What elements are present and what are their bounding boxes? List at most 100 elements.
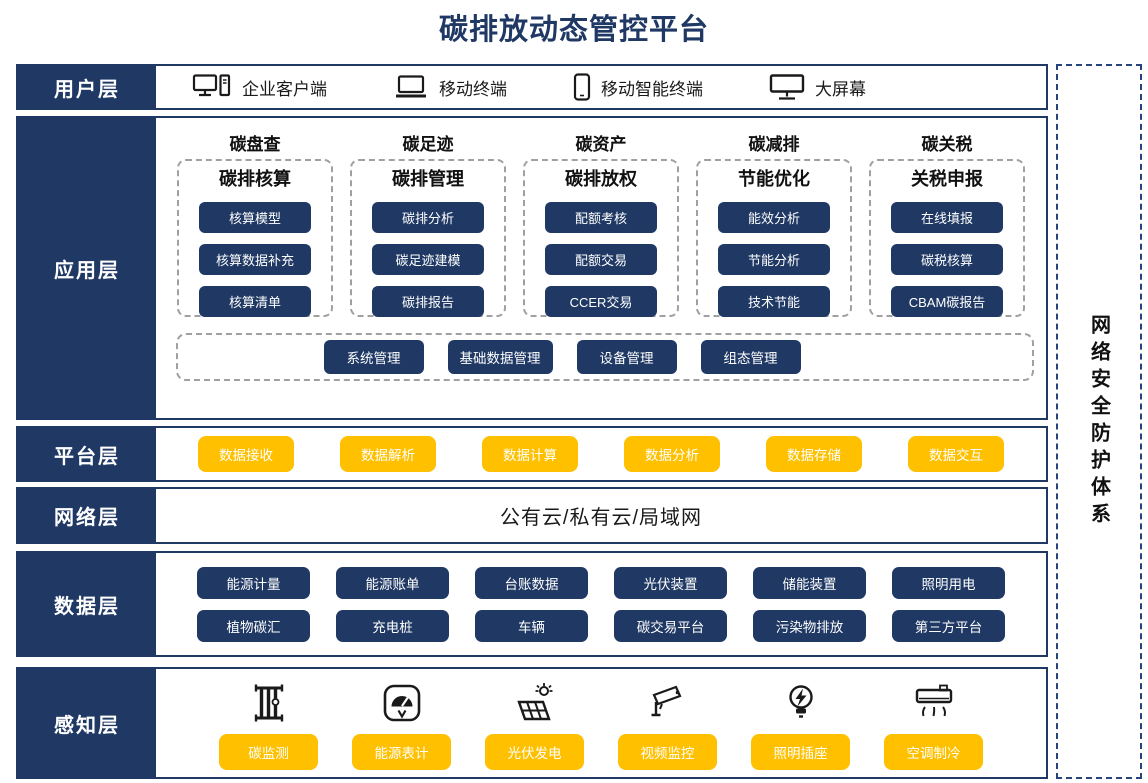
management-pill: 组态管理 — [700, 340, 801, 374]
sense-item-light-socket: 照明插座 — [751, 681, 850, 770]
laptop-icon — [393, 75, 429, 99]
user-item-label: 移动智能终端 — [601, 79, 703, 99]
app-column-box: 关税申报 在线填报 碳税核算 CBAM碳报告 — [869, 159, 1025, 317]
sense-item-energy-meter: 能源表计 — [352, 681, 451, 770]
data-source-pill: 污染物排放 — [753, 609, 866, 642]
big-screen-icon — [769, 73, 805, 101]
app-column-subheader: 关税申报 — [911, 169, 983, 189]
air-conditioner-icon — [912, 681, 956, 725]
user-item-mobile-terminal: 移动终端 — [393, 75, 507, 100]
architecture-diagram: 用户层 企业客户端 — [16, 64, 1048, 779]
app-module-pill: CBAM碳报告 — [891, 286, 1003, 317]
network-content: 公有云/私有云/局域网 — [499, 507, 703, 529]
app-module-pill: 能效分析 — [718, 202, 830, 233]
sense-item-carbon-monitor: 碳监测 — [219, 681, 318, 770]
app-module-pill: 配额考核 — [545, 202, 657, 233]
app-module-pill: 配额交易 — [545, 244, 657, 275]
security-protection-panel: 网络安全防护体系 — [1056, 64, 1142, 779]
layer-label-platform: 平台层 — [18, 428, 156, 480]
security-panel-label: 网络安全防护体系 — [1087, 313, 1110, 530]
platform-pill: 数据接收 — [198, 436, 294, 472]
management-pill: 系统管理 — [323, 340, 424, 374]
app-column-subheader: 碳排管理 — [392, 169, 464, 189]
app-column-subheader: 节能优化 — [738, 169, 810, 189]
sense-pill: 空调制冷 — [884, 734, 983, 770]
carbon-monitor-icon — [247, 681, 291, 725]
management-pill: 设备管理 — [576, 340, 677, 374]
app-column-box: 碳排管理 碳排分析 碳足迹建模 碳排报告 — [350, 159, 506, 317]
app-column-carbon-footprint: 碳足迹 碳排管理 碳排分析 碳足迹建模 碳排报告 — [350, 130, 506, 317]
user-item-label: 大屏幕 — [815, 79, 866, 99]
application-columns: 碳盘查 碳排核算 核算模型 核算数据补充 核算清单 碳足迹 碳排管理 碳排分析 … — [156, 118, 1046, 317]
solar-power-icon — [513, 681, 557, 725]
app-module-pill: 在线填报 — [891, 202, 1003, 233]
app-column-carbon-inventory: 碳盘查 碳排核算 核算模型 核算数据补充 核算清单 — [177, 130, 333, 317]
energy-meter-icon — [380, 681, 424, 725]
app-column-box: 碳排核算 核算模型 核算数据补充 核算清单 — [177, 159, 333, 317]
app-column-header: 碳减排 — [748, 135, 800, 154]
platform-pill: 数据解析 — [340, 436, 436, 472]
data-source-row: 能源计量 能源账单 台账数据 光伏装置 储能装置 照明用电 — [156, 566, 1046, 599]
data-source-pill: 第三方平台 — [892, 609, 1005, 642]
app-module-pill: 核算模型 — [199, 202, 311, 233]
sense-pill: 光伏发电 — [485, 734, 584, 770]
app-column-carbon-reduction: 碳减排 节能优化 能效分析 节能分析 技术节能 — [696, 130, 852, 317]
app-module-pill: 碳排分析 — [372, 202, 484, 233]
app-module-pill: 节能分析 — [718, 244, 830, 275]
layer-data: 数据层 能源计量 能源账单 台账数据 光伏装置 储能装置 照明用电 植物碳汇 充… — [16, 551, 1048, 657]
app-column-box: 碳排放权 配额考核 配额交易 CCER交易 — [523, 159, 679, 317]
data-source-row: 植物碳汇 充电桩 车辆 碳交易平台 污染物排放 第三方平台 — [156, 609, 1046, 642]
sense-pill: 碳监测 — [219, 734, 318, 770]
data-source-pill: 碳交易平台 — [614, 609, 727, 642]
app-column-subheader: 碳排放权 — [565, 169, 637, 189]
platform-capability-list: 数据接收 数据解析 数据计算 数据分析 数据存储 数据交互 — [156, 428, 1046, 480]
app-column-subheader: 碳排核算 — [219, 169, 291, 189]
light-bulb-socket-icon — [779, 681, 823, 725]
sense-pill: 能源表计 — [352, 734, 451, 770]
app-column-carbon-tariff: 碳关税 关税申报 在线填报 碳税核算 CBAM碳报告 — [869, 130, 1025, 317]
data-source-pill: 植物碳汇 — [197, 609, 310, 642]
user-item-label: 移动终端 — [439, 79, 507, 99]
perception-device-list: 碳监测 能源表计 — [156, 669, 1046, 777]
sense-item-cctv: 视频监控 — [618, 681, 717, 770]
app-module-pill: 碳税核算 — [891, 244, 1003, 275]
user-item-enterprise-client: 企业客户端 — [192, 74, 327, 100]
user-terminal-list: 企业客户端 移动终端 — [156, 66, 1046, 108]
app-module-pill: 核算数据补充 — [199, 244, 311, 275]
app-column-header: 碳关税 — [921, 135, 973, 154]
layer-label-user: 用户层 — [18, 66, 156, 108]
layer-application: 应用层 碳盘查 碳排核算 核算模型 核算数据补充 核算清单 碳足迹 碳排管理 — [16, 116, 1048, 420]
layer-label-perception: 感知层 — [18, 669, 156, 777]
app-module-pill: 碳足迹建模 — [372, 244, 484, 275]
cctv-camera-icon — [646, 681, 690, 725]
app-module-pill: 碳排报告 — [372, 286, 484, 317]
data-source-pill: 能源账单 — [336, 566, 449, 599]
app-module-pill: 核算清单 — [199, 286, 311, 317]
platform-pill: 数据分析 — [624, 436, 720, 472]
platform-pill: 数据计算 — [482, 436, 578, 472]
user-item-smart-terminal: 移动智能终端 — [573, 73, 703, 101]
data-source-pill: 储能装置 — [753, 566, 866, 599]
app-module-pill: CCER交易 — [545, 286, 657, 317]
data-source-pill: 充电桩 — [336, 609, 449, 642]
page-title: 碳排放动态管控平台 — [438, 14, 709, 46]
layer-network: 网络层 公有云/私有云/局域网 — [16, 487, 1048, 544]
management-modules-box: 系统管理 基础数据管理 设备管理 组态管理 — [176, 333, 1034, 381]
sense-item-solar-power: 光伏发电 — [485, 681, 584, 770]
data-source-pill: 光伏装置 — [614, 566, 727, 599]
layer-label-network: 网络层 — [18, 489, 156, 542]
app-column-carbon-asset: 碳资产 碳排放权 配额考核 配额交易 CCER交易 — [523, 130, 679, 317]
sense-item-air-conditioner: 空调制冷 — [884, 681, 983, 770]
layer-label-data: 数据层 — [18, 553, 156, 655]
platform-pill: 数据存储 — [766, 436, 862, 472]
app-module-pill: 技术节能 — [718, 286, 830, 317]
desktop-pc-icon — [192, 74, 232, 100]
app-column-header: 碳资产 — [575, 135, 627, 154]
sense-pill: 视频监控 — [618, 734, 717, 770]
app-column-box: 节能优化 能效分析 节能分析 技术节能 — [696, 159, 852, 317]
layer-perception: 感知层 碳监测 — [16, 667, 1048, 779]
data-source-pill: 台账数据 — [475, 566, 588, 599]
layer-platform: 平台层 数据接收 数据解析 数据计算 数据分析 数据存储 数据交互 — [16, 426, 1048, 482]
data-source-pill: 能源计量 — [197, 566, 310, 599]
app-column-header: 碳盘查 — [229, 135, 281, 154]
